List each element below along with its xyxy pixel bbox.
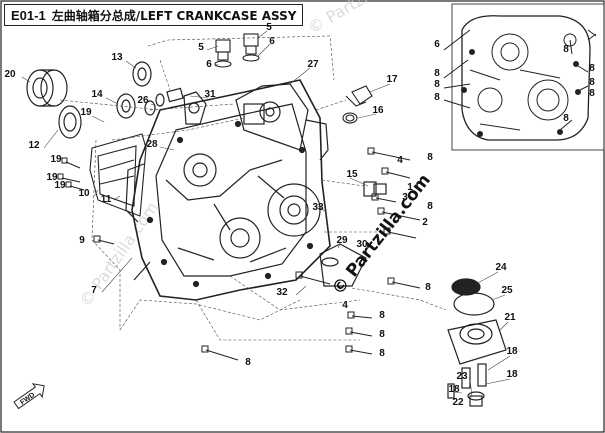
callout-14: 14 — [91, 89, 103, 100]
callout-8: 8 — [434, 79, 440, 90]
callout-29: 29 — [336, 235, 348, 246]
watermark-left: © Partzilla.com — [76, 198, 162, 310]
fwd-arrow: FWD — [13, 383, 45, 410]
callout-8: 8 — [589, 77, 595, 88]
callout-19: 19 — [80, 107, 92, 118]
callout-8: 8 — [379, 310, 385, 321]
callout-10: 10 — [78, 188, 90, 199]
leader-lines — [21, 30, 511, 397]
callout-30: 30 — [356, 239, 368, 250]
callout-15: 15 — [346, 169, 358, 180]
callout-28: 28 — [146, 139, 158, 150]
callout-18: 18 — [448, 384, 460, 395]
callout-26: 26 — [137, 95, 149, 106]
callout-16: 16 — [372, 105, 384, 116]
callout-19: 19 — [46, 172, 58, 183]
callout-19: 19 — [54, 180, 66, 191]
callout-33: 33 — [312, 202, 324, 213]
callout-4: 4 — [342, 300, 348, 311]
callout-18: 18 — [506, 346, 518, 357]
callout-8: 8 — [379, 329, 385, 340]
callout-31: 31 — [204, 89, 216, 100]
callout-4: 4 — [397, 155, 403, 166]
bearings — [26, 61, 184, 139]
callout-12: 12 — [28, 140, 40, 151]
filter-parts — [319, 181, 507, 407]
callout-23: 23 — [456, 371, 468, 382]
callout-11: 11 — [101, 194, 112, 205]
callout-8: 8 — [434, 68, 440, 79]
diagram-title: 左曲轴箱分总成/LEFT CRANKCASE ASSY — [51, 8, 297, 23]
callout-6: 6 — [434, 39, 440, 50]
callout-9: 9 — [79, 235, 85, 246]
callout-5: 5 — [266, 22, 272, 33]
bolts — [57, 147, 421, 361]
callout-8: 8 — [563, 44, 569, 55]
callout-13: 13 — [111, 52, 123, 63]
callout-2: 2 — [422, 217, 428, 228]
callout-3: 3 — [402, 192, 408, 203]
callout-22: 22 — [452, 397, 464, 408]
callout-32: 32 — [276, 287, 288, 298]
callout-8: 8 — [427, 152, 433, 163]
plugs — [214, 33, 373, 124]
cover-plate — [89, 133, 147, 217]
callout-18: 18 — [506, 369, 518, 380]
callout-5: 5 — [198, 42, 204, 53]
callout-8: 8 — [425, 282, 431, 293]
callout-25: 25 — [501, 285, 513, 296]
callout-8: 8 — [379, 348, 385, 359]
callout-19: 19 — [50, 154, 62, 165]
callout-8: 8 — [245, 357, 251, 368]
callout-8: 8 — [427, 201, 433, 212]
callout-27: 27 — [307, 59, 319, 70]
left-crankcase — [125, 79, 331, 301]
callout-7: 7 — [91, 285, 97, 296]
callout-6: 6 — [269, 36, 275, 47]
callout-17: 17 — [386, 74, 398, 85]
watermark-right: © Partzilla.com — [305, 0, 421, 37]
callout-6: 6 — [206, 59, 212, 70]
callout-20: 20 — [4, 69, 16, 80]
callout-8: 8 — [434, 92, 440, 103]
callout-24: 24 — [495, 262, 507, 273]
callout-21: 21 — [504, 312, 516, 323]
callout-8: 8 — [589, 63, 595, 74]
fwd-label: FWD — [19, 392, 36, 407]
diagram-code: E01-1 — [11, 7, 46, 23]
callout-1: 1 — [407, 182, 413, 193]
diagram-title-box: E01-1 左曲轴箱分总成/LEFT CRANKCASE ASSY — [4, 4, 304, 26]
callout-8: 8 — [563, 113, 569, 124]
assembly-inset — [443, 3, 605, 151]
callout-8: 8 — [589, 88, 595, 99]
